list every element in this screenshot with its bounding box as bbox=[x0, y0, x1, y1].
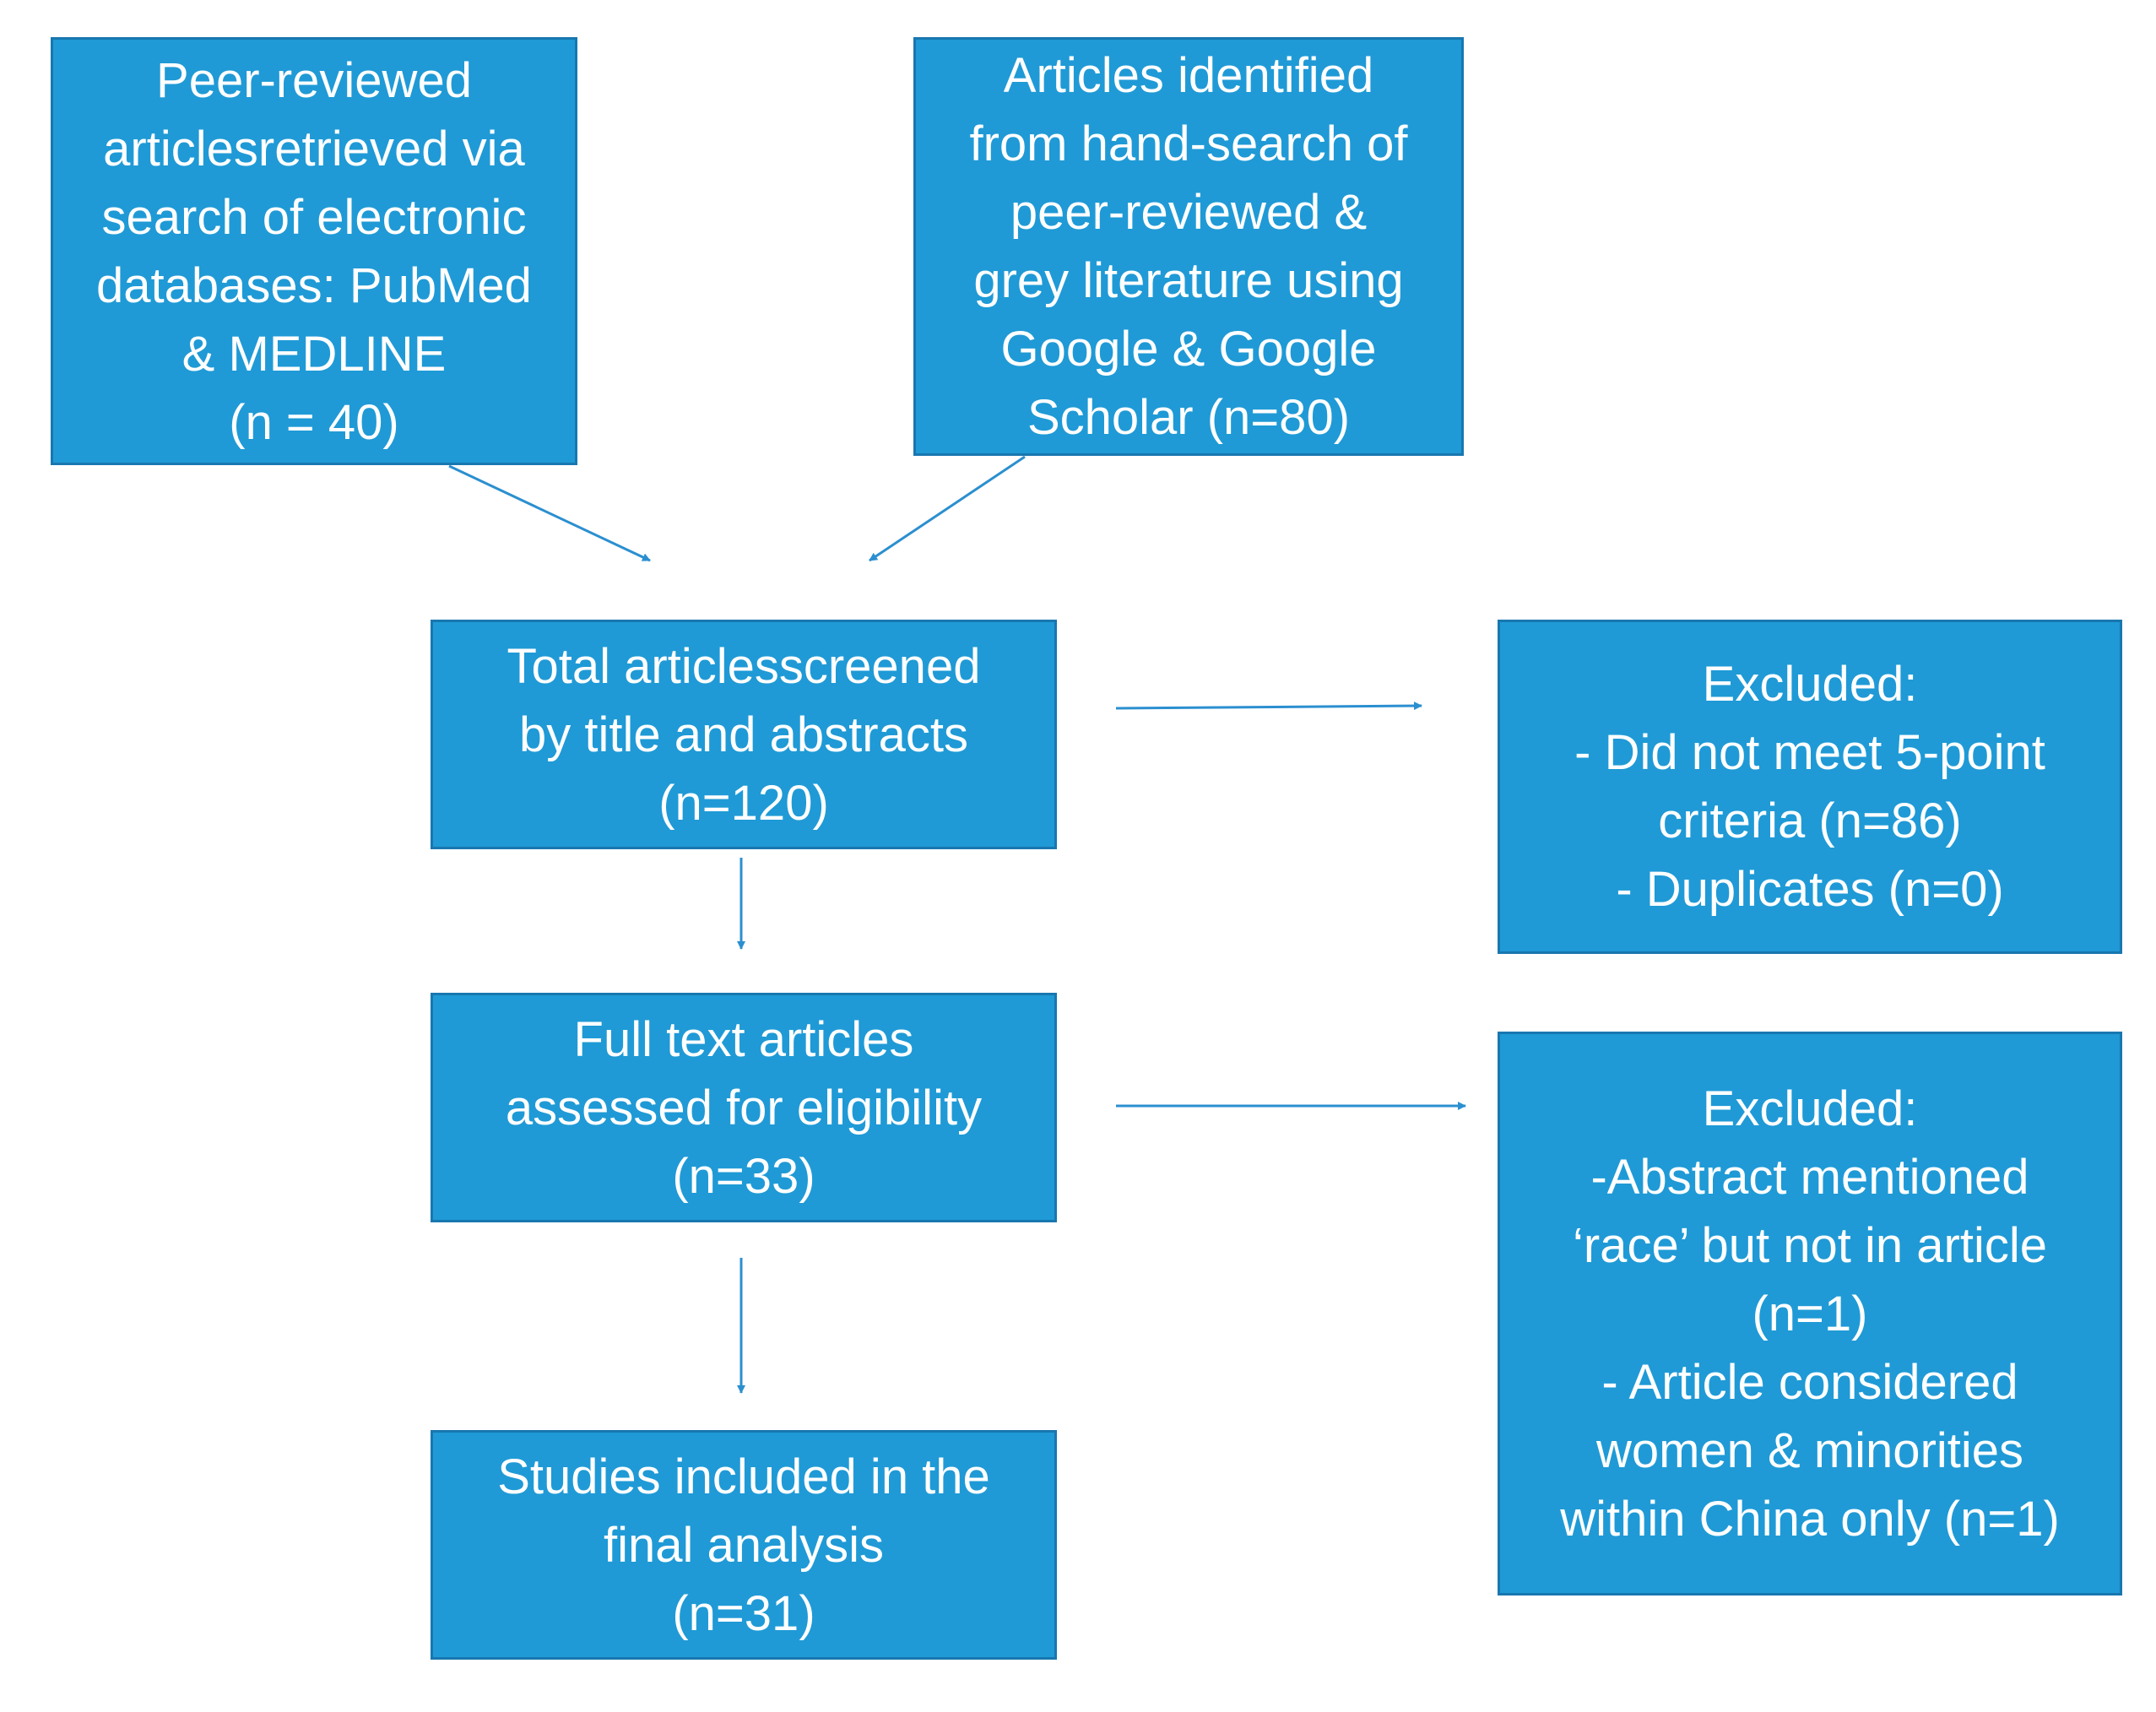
box-line: by title and abstracts bbox=[519, 707, 968, 762]
box-line: (n=120) bbox=[658, 775, 829, 831]
arrow-electronic-to-screened bbox=[448, 464, 651, 562]
box-line: (n=31) bbox=[672, 1585, 815, 1641]
box-line: Google & Google bbox=[1000, 322, 1377, 377]
excluded-screening-box: Excluded: - Did not meet 5-point criteri… bbox=[1498, 620, 2122, 954]
box-line: women & minorities bbox=[1595, 1422, 2024, 1478]
box-line: - Duplicates (n=0) bbox=[1616, 862, 2004, 917]
box-line: - Did not meet 5-point bbox=[1574, 725, 2045, 780]
box-line: Scholar (n=80) bbox=[1027, 390, 1351, 445]
arrow-screened-to-excluded bbox=[1115, 702, 1422, 711]
box-line: databases: PubMed bbox=[96, 257, 532, 313]
box-line: peer-reviewed & bbox=[1010, 185, 1368, 240]
box-line: (n=33) bbox=[672, 1148, 815, 1204]
box-line: articlesretrieved via bbox=[103, 121, 525, 176]
box-line: (n=1) bbox=[1752, 1286, 1868, 1341]
box-line: Studies included in the bbox=[497, 1449, 990, 1504]
included-box: Studies included in the final analysis (… bbox=[431, 1430, 1057, 1660]
full-text-box: Full text articles assessed for eligibil… bbox=[431, 993, 1057, 1222]
box-line: -Abstract mentioned bbox=[1590, 1149, 2029, 1205]
box-line: grey literature using bbox=[973, 253, 1404, 308]
box-line: Full text articles bbox=[573, 1011, 914, 1067]
electronic-search-box: Peer-reviewed articlesretrieved via sear… bbox=[51, 37, 577, 465]
box-line: (n = 40) bbox=[229, 394, 399, 450]
box-line: assessed for eligibility bbox=[505, 1080, 983, 1135]
box-line: Articles identified bbox=[1003, 48, 1374, 103]
box-line: final analysis bbox=[603, 1517, 885, 1573]
arrow-hand-search-to-screened bbox=[869, 455, 1026, 562]
box-line: search of electronic bbox=[101, 189, 527, 245]
box-line: criteria (n=86) bbox=[1658, 794, 1962, 848]
box-line: Excluded: bbox=[1702, 657, 1918, 712]
box-line: within China only (n=1) bbox=[1560, 1491, 2060, 1547]
hand-search-box: Articles identified from hand-search of … bbox=[913, 37, 1464, 456]
box-line: Excluded: bbox=[1702, 1081, 1918, 1136]
box-line: Peer-reviewed bbox=[156, 52, 472, 108]
box-line: Total articlesscreened bbox=[506, 638, 981, 694]
box-line: & MEDLINE bbox=[181, 326, 447, 382]
box-line: ‘race’ but not in article bbox=[1572, 1217, 2048, 1273]
screened-box: Total articlesscreened by title and abst… bbox=[431, 620, 1057, 849]
excluded-full-text-box: Excluded: -Abstract mentioned ‘race’ but… bbox=[1498, 1032, 2122, 1596]
box-line: - Article considered bbox=[1601, 1354, 2018, 1410]
box-line: from hand-search of bbox=[969, 116, 1408, 171]
